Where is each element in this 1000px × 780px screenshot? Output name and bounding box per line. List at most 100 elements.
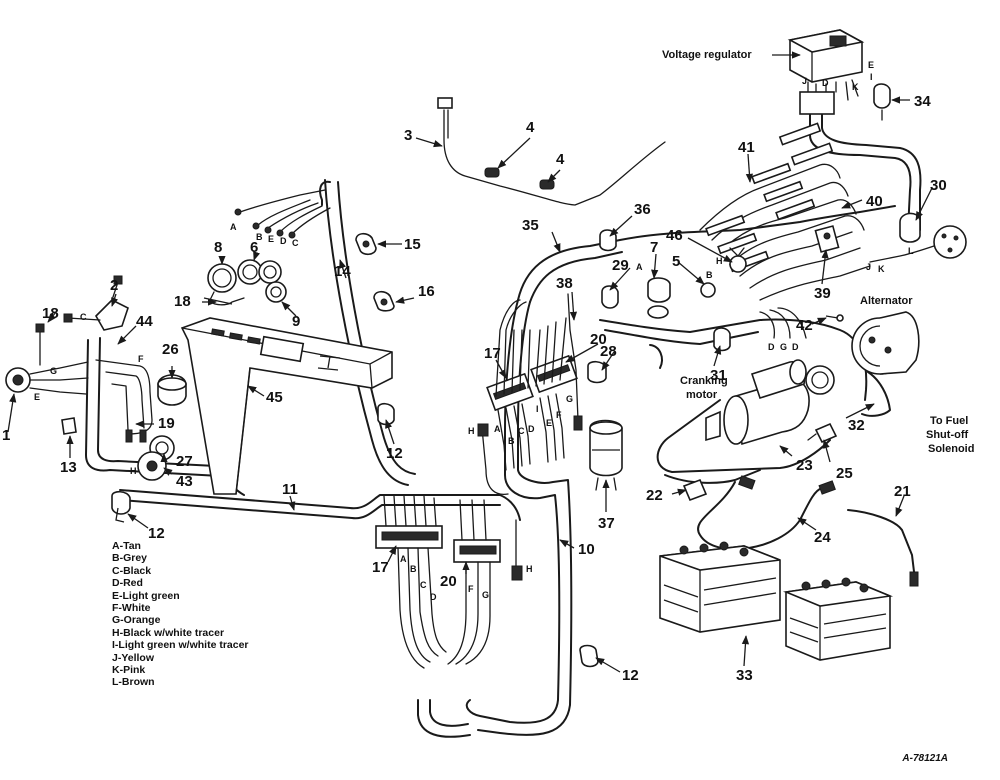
fuel-solenoid-label-3: Solenoid xyxy=(928,443,974,455)
engine-components xyxy=(567,83,967,502)
callout-39: 39 xyxy=(814,285,831,302)
svg-text:D: D xyxy=(768,342,775,352)
svg-text:H: H xyxy=(716,256,723,266)
svg-text:A: A xyxy=(494,424,501,434)
svg-text:A: A xyxy=(400,554,407,564)
svg-text:C: C xyxy=(292,238,299,248)
legend-item: E-Light green xyxy=(112,589,180,602)
svg-text:D: D xyxy=(792,342,799,352)
wires-3-4 xyxy=(437,97,666,206)
callout-33: 33 xyxy=(736,667,753,684)
callout-44: 44 xyxy=(136,313,153,330)
callout-32: 32 xyxy=(848,417,865,434)
callout-4b: 4 xyxy=(556,151,565,168)
callout-14: 14 xyxy=(334,263,351,280)
batteries xyxy=(659,541,894,661)
callout-35: 35 xyxy=(522,217,539,234)
callout-13: 13 xyxy=(60,459,77,476)
cranking-motor-label-1: Cranking xyxy=(680,375,728,387)
callout-26: 26 xyxy=(162,341,179,358)
component-labels: Voltage regulator Alternator Cranking mo… xyxy=(662,49,974,455)
callout-36: 36 xyxy=(634,201,651,218)
legend-item: H-Black w/white tracer xyxy=(112,626,225,639)
spark-plug-wires xyxy=(699,122,871,301)
callout-38: 38 xyxy=(556,275,573,292)
callout-29: 29 xyxy=(612,257,629,274)
voltage-regulator-label: Voltage regulator xyxy=(662,49,752,61)
svg-text:D: D xyxy=(430,592,437,602)
svg-text:D: D xyxy=(280,236,287,246)
alternator-label: Alternator xyxy=(860,295,913,307)
fuel-solenoid-label-1: To Fuel xyxy=(930,415,968,427)
legend-item: J-Yellow xyxy=(112,651,155,664)
svg-text:J: J xyxy=(802,76,807,86)
callout-4a: 4 xyxy=(526,119,535,136)
svg-text:E: E xyxy=(34,392,40,402)
callout-21: 21 xyxy=(894,483,911,500)
svg-text:B: B xyxy=(508,436,515,446)
svg-text:H: H xyxy=(468,426,475,436)
cranking-motor xyxy=(705,359,810,446)
callout-34: 34 xyxy=(914,93,931,110)
callout-37: 37 xyxy=(598,515,615,532)
legend-item: B-Grey xyxy=(112,552,148,565)
callout-20a: 20 xyxy=(590,331,607,348)
color-code-legend: A-Tan B-Grey C-Black D-Red E-Light green… xyxy=(112,540,249,689)
callout-24: 24 xyxy=(814,529,831,546)
svg-text:F: F xyxy=(468,584,474,594)
svg-text:I: I xyxy=(536,404,539,414)
callout-19: 19 xyxy=(158,415,175,432)
callout-18b: 18 xyxy=(174,293,191,310)
svg-text:G: G xyxy=(566,394,573,404)
callout-5: 5 xyxy=(672,253,680,270)
callout-28: 28 xyxy=(600,343,617,360)
leader-lines xyxy=(7,51,933,673)
callout-17a: 17 xyxy=(484,345,501,362)
svg-text:K: K xyxy=(878,264,885,274)
legend-item: F-White xyxy=(112,602,151,615)
wire-letters: E I J D K A B E D C C G F E H A H B D G … xyxy=(34,60,914,602)
callout-40: 40 xyxy=(866,193,883,210)
svg-text:C: C xyxy=(420,580,427,590)
callout-2: 2 xyxy=(110,277,118,294)
callout-11: 11 xyxy=(282,481,298,498)
svg-text:L: L xyxy=(908,246,914,256)
svg-text:C: C xyxy=(80,312,87,322)
svg-text:A: A xyxy=(230,222,237,232)
legend-item: G-Orange xyxy=(112,614,161,627)
svg-text:A: A xyxy=(636,262,643,272)
callout-15: 15 xyxy=(404,236,421,253)
callout-25: 25 xyxy=(836,465,853,482)
callout-30: 30 xyxy=(930,177,947,194)
svg-text:D: D xyxy=(528,424,535,434)
legend-item: K-Pink xyxy=(112,664,146,677)
callout-12a: 12 xyxy=(148,525,165,542)
legend-item: D-Red xyxy=(112,577,143,590)
svg-text:F: F xyxy=(138,354,144,364)
svg-text:H: H xyxy=(526,564,533,574)
battery-cables xyxy=(649,344,919,587)
svg-text:B: B xyxy=(410,564,417,574)
svg-text:F: F xyxy=(556,410,562,420)
svg-text:G: G xyxy=(482,590,489,600)
svg-text:J: J xyxy=(866,262,871,272)
callout-45: 45 xyxy=(266,389,283,406)
callout-10: 10 xyxy=(578,541,595,558)
callout-20b: 20 xyxy=(440,573,457,590)
svg-text:C: C xyxy=(518,426,525,436)
svg-text:H: H xyxy=(130,466,137,476)
legend-item: C-Black xyxy=(112,564,152,577)
callout-numbers: 1 2 3 4 4 5 6 7 8 9 10 11 12 12 12 13 14… xyxy=(2,93,947,684)
svg-text:E: E xyxy=(268,234,274,244)
alternator xyxy=(805,311,920,395)
callout-16: 16 xyxy=(418,283,435,300)
callout-6: 6 xyxy=(250,239,258,256)
callout-8: 8 xyxy=(214,239,222,256)
callout-9: 9 xyxy=(292,313,300,330)
callout-23: 23 xyxy=(796,457,813,474)
callout-18a: 18 xyxy=(42,305,59,322)
callout-1: 1 xyxy=(2,427,10,444)
svg-text:E: E xyxy=(546,418,552,428)
svg-text:B: B xyxy=(706,270,713,280)
